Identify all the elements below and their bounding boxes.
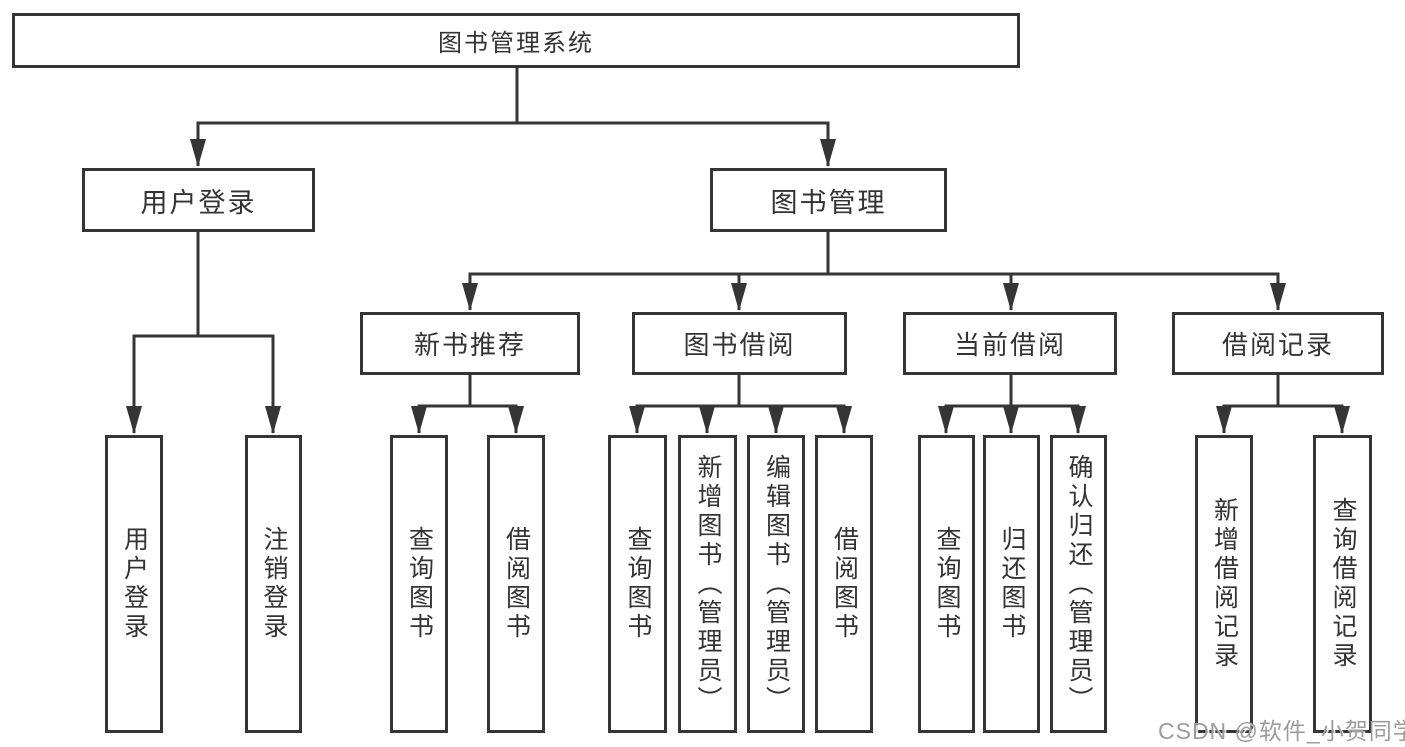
leaf-label: 归还图书 bbox=[998, 526, 1026, 642]
leaf-label: 用户登录 bbox=[120, 526, 149, 642]
leaf-confirm-return-admin: 确认归还（管理员） bbox=[1050, 435, 1107, 733]
leaf-borrow-books: 借阅图书 bbox=[815, 435, 873, 733]
leaf-add-borrow-record: 新增借阅记录 bbox=[1195, 435, 1253, 733]
leaf-label: 编辑图书（管理员） bbox=[762, 453, 791, 715]
leaf-query-books: 查询图书 bbox=[918, 435, 975, 733]
connector-arrows bbox=[126, 123, 1350, 434]
leaf-query-books: 查询图书 bbox=[608, 435, 667, 733]
leaf-return-books: 归还图书 bbox=[983, 435, 1040, 733]
leaf-borrow-books: 借阅图书 bbox=[487, 435, 545, 733]
leaf-label: 查询图书 bbox=[405, 526, 434, 642]
leaf-user-login: 用户登录 bbox=[105, 435, 163, 733]
node-book-borrowing: 图书借阅 bbox=[632, 312, 847, 375]
leaf-label: 注销登录 bbox=[260, 526, 288, 642]
leaf-label: 查询图书 bbox=[933, 526, 961, 642]
leaf-label: 借阅图书 bbox=[502, 526, 531, 642]
leaf-edit-books-admin: 编辑图书（管理员） bbox=[747, 435, 805, 733]
leaf-label: 新增借阅记录 bbox=[1210, 497, 1239, 671]
leaf-label: 确认归还（管理员） bbox=[1065, 453, 1093, 715]
node-current-borrowing: 当前借阅 bbox=[903, 312, 1117, 375]
leaf-logout: 注销登录 bbox=[245, 435, 302, 733]
node-user-login: 用户登录 bbox=[82, 168, 315, 232]
node-library-management-system: 图书管理系统 bbox=[12, 13, 1020, 68]
leaf-label: 借阅图书 bbox=[830, 526, 859, 642]
node-borrowing-records: 借阅记录 bbox=[1172, 312, 1384, 375]
leaf-label: 新增图书（管理员） bbox=[694, 453, 722, 715]
leaf-label: 查询借阅记录 bbox=[1329, 497, 1357, 671]
node-new-book-recommendation: 新书推荐 bbox=[360, 312, 580, 375]
leaf-query-books: 查询图书 bbox=[390, 435, 448, 733]
leaf-query-borrow-record: 查询借阅记录 bbox=[1313, 435, 1372, 733]
watermark: CSDN @软件_小贺同学 bbox=[1158, 718, 1405, 744]
node-book-management: 图书管理 bbox=[710, 168, 947, 232]
leaf-label: 查询图书 bbox=[624, 526, 652, 642]
leaf-add-books-admin: 新增图书（管理员） bbox=[678, 435, 737, 733]
